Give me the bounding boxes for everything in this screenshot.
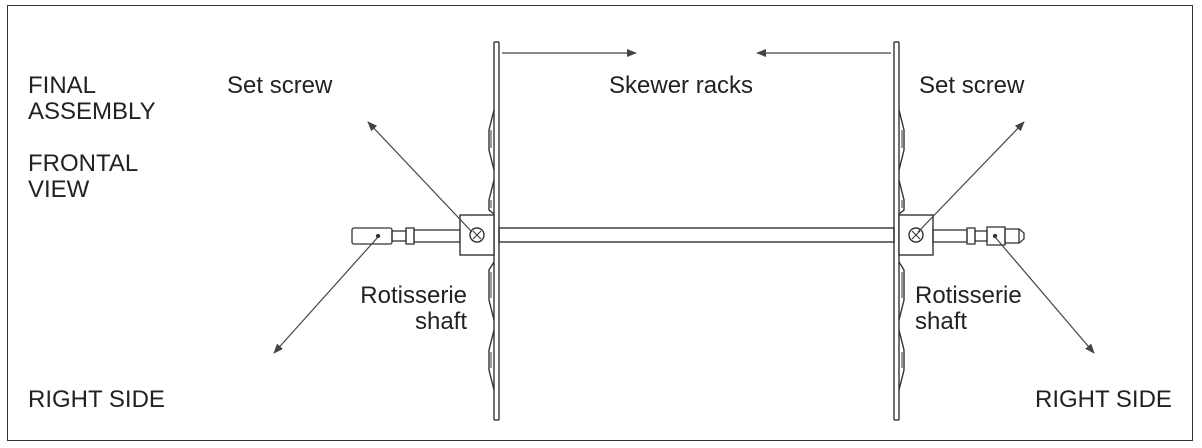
side-label-right: RIGHT SIDE — [1035, 386, 1172, 413]
view-line-2: VIEW — [28, 176, 90, 203]
arrow-set-screw-right — [917, 121, 1025, 233]
skewer-racks-label: Skewer racks — [609, 72, 754, 99]
shaft-left-line-1: Rotisserie — [360, 282, 467, 309]
arrow-shaft-left — [273, 236, 379, 354]
collar-left — [459, 214, 495, 256]
shaft-left-line-2: shaft — [414, 308, 467, 335]
shaft-label-right: Rotisserie shaft — [915, 283, 1022, 335]
title-label: FINAL ASSEMBLY — [28, 73, 156, 125]
side-label-left: RIGHT SIDE — [28, 386, 165, 413]
view-line-1: FRONTAL — [28, 150, 139, 177]
set-screw-label-right: Set screw — [919, 72, 1025, 99]
diagram-frame — [7, 5, 1193, 441]
shaft-right-line-1: Rotisserie — [915, 282, 1022, 309]
shaft-arrows — [273, 236, 1095, 354]
shaft-right-line-2: shaft — [915, 308, 968, 335]
arrow-shaft-right — [994, 236, 1095, 354]
set-screw-arrows — [367, 121, 1025, 233]
rotisserie-shaft-left-end — [351, 227, 461, 245]
rotisserie-shaft-main — [498, 227, 895, 243]
view-label: FRONTAL VIEW — [28, 151, 138, 203]
shaft-label-left: Rotisserie shaft — [352, 283, 467, 335]
title-line-1: FINAL — [28, 72, 97, 99]
arrow-set-screw-left — [367, 121, 473, 233]
set-screw-label-left: Set screw — [227, 72, 333, 99]
title-line-2: ASSEMBLY — [28, 98, 156, 125]
rotisserie-shaft-right-end — [932, 226, 1025, 246]
